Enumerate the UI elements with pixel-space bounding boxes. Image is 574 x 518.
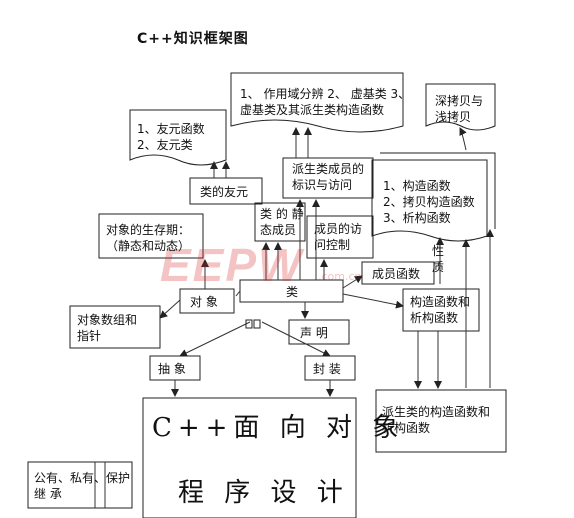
- inheritance-box: [27, 461, 133, 509]
- derived-identify-label: 派生类成员的 标识与访问: [292, 162, 365, 192]
- title: C++知识框架图: [137, 31, 249, 47]
- ctor-list-flag: [371, 159, 488, 242]
- derived-ctor-box: [375, 389, 507, 453]
- object-box: [179, 288, 235, 314]
- object-lifetime-label: 对象的生存期： （静态和动态）: [106, 223, 191, 253]
- friend-list-flag: [129, 109, 227, 166]
- static-members-label: 类 的 静 态成员: [260, 207, 304, 237]
- deep-copy-flag: [425, 83, 496, 131]
- member-functions-label: 成员函数: [372, 267, 421, 281]
- scope-virtual-flag: [230, 72, 404, 133]
- ctor-list-flag-back: [380, 152, 496, 229]
- class-label: 类: [286, 285, 299, 299]
- derived-identify-box: [282, 157, 374, 199]
- watermark: EEPW: [160, 239, 304, 291]
- joint-glyph-2: [253, 319, 261, 329]
- object-lifetime-box: [98, 213, 204, 259]
- core-title-line2: 程 序 设 计: [178, 478, 349, 508]
- deep-copy-label: 深拷贝与 浅拷贝: [435, 94, 484, 124]
- ctor-dtor-box: [402, 288, 480, 332]
- declare-box: [288, 319, 350, 345]
- encapsulate-label: 封 装: [313, 362, 341, 376]
- object-arrays-label: 对象数组和 指针: [77, 313, 138, 343]
- friend-list-label: 1、友元函数 2、友元类: [137, 122, 205, 152]
- core-title-line1: C++面 向 对 象: [152, 413, 405, 443]
- object-arrays-box: [69, 305, 161, 349]
- derived-ctor-label: 派生类的构造函数和 析构函数: [382, 405, 491, 435]
- core-box: [142, 397, 357, 518]
- scope-virtual-label: 1、 作用域分辨 2、 虚基类 3、 虚基类及其派生类构造函数: [240, 87, 411, 117]
- watermark-sub: .com.cn: [318, 270, 362, 283]
- inheritance-label: 公有、私有、保护 继 承: [34, 471, 131, 501]
- static-members-box: [254, 202, 306, 242]
- declare-label: 声 明: [300, 326, 328, 340]
- friend-class-label: 类的友元: [200, 185, 249, 199]
- ctor-dtor-label: 构造函数和 析构函数: [410, 295, 471, 325]
- abstract-label: 抽 象: [158, 362, 186, 376]
- connectors: [94, 127, 494, 508]
- property-label: 性 质: [432, 244, 445, 274]
- member-access-label: 成员的访 问控制: [314, 222, 363, 252]
- object-label: 对 象: [190, 295, 218, 309]
- joint-glyph-1: [245, 319, 253, 329]
- ctor-list-label: 1、构造函数 2、拷贝构造函数 3、析构函数: [383, 179, 475, 225]
- member-access-box: [306, 215, 374, 259]
- member-functions-box: [361, 261, 435, 285]
